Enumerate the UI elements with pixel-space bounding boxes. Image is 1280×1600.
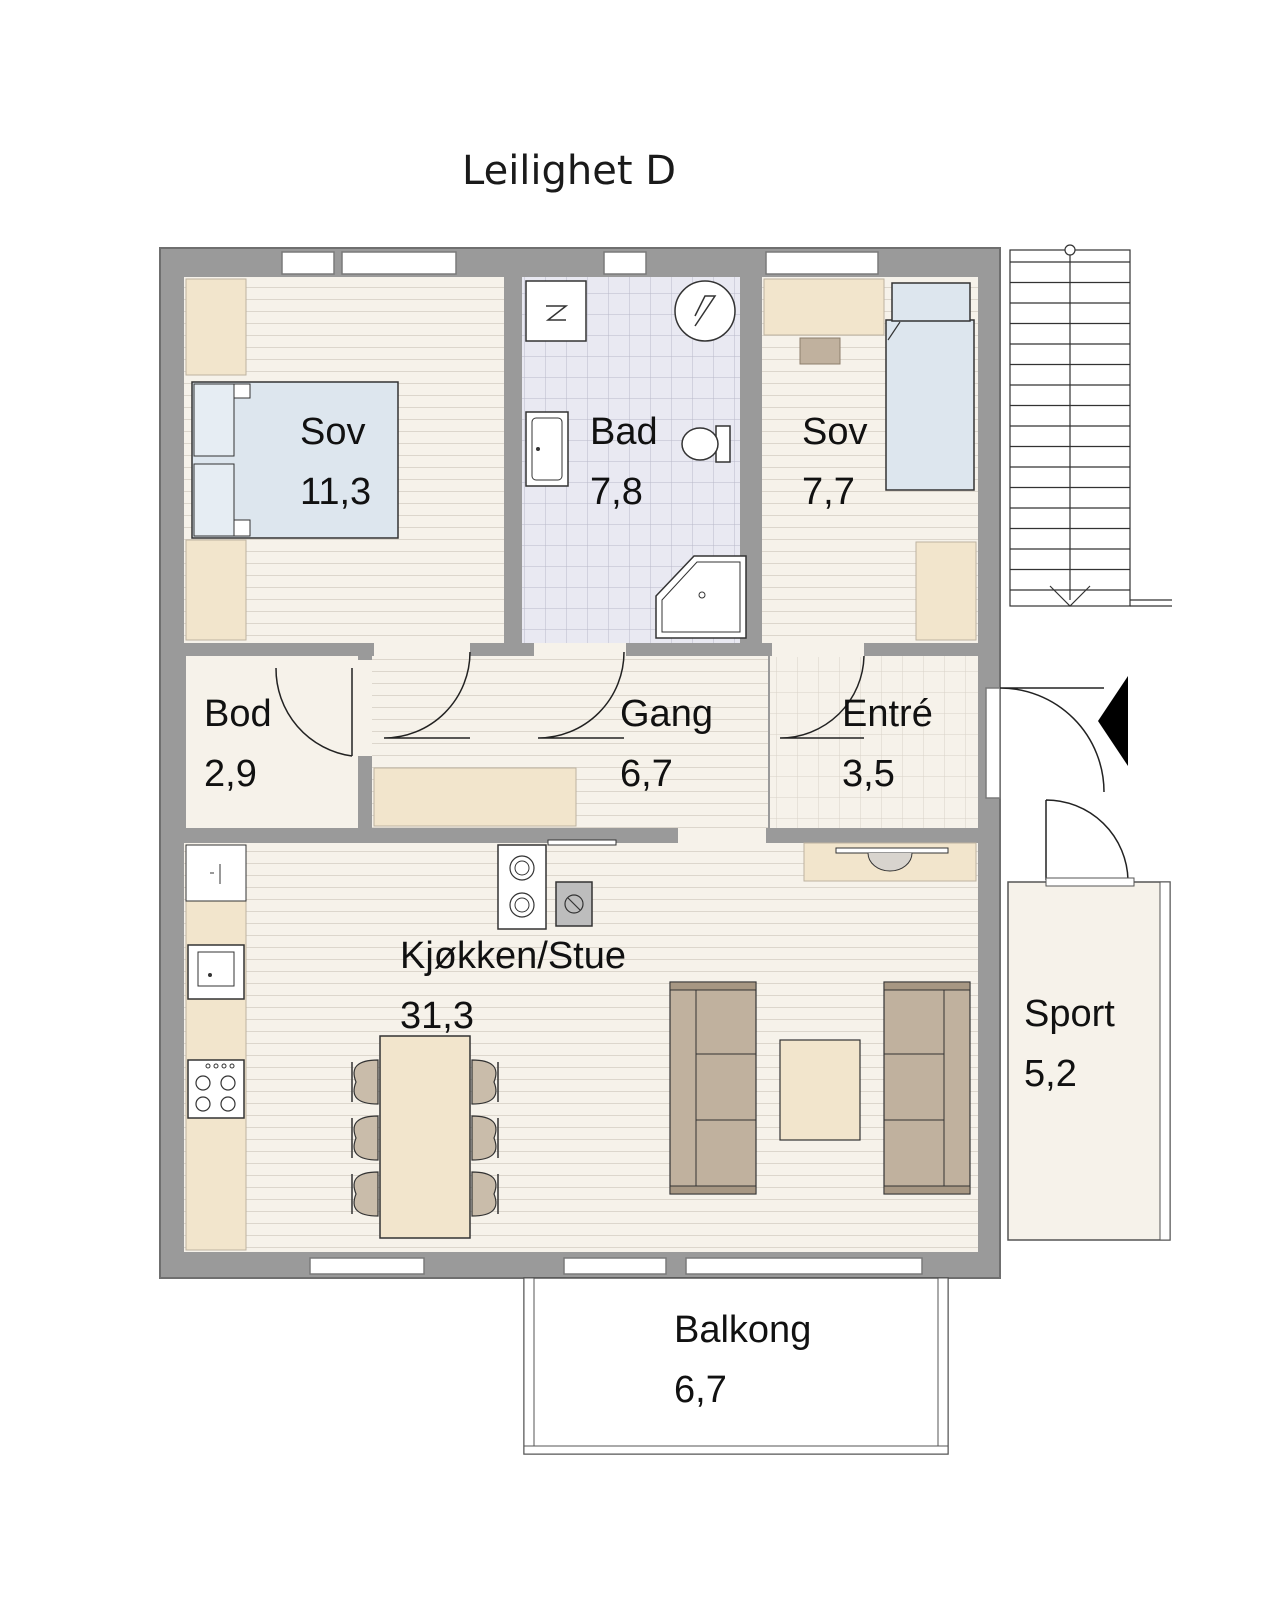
entrance-arrow-icon [1098, 676, 1128, 766]
room-floor-bod [186, 656, 358, 828]
cooktop-icon [187, 1059, 245, 1119]
double-bed [191, 381, 399, 539]
room-area: 7,7 [802, 471, 855, 513]
chair-icon [351, 1171, 379, 1217]
water-heater-icon [674, 280, 736, 342]
dishwasher-icon [555, 881, 593, 927]
chair-icon [351, 1059, 379, 1105]
room-label-sport: Sport 5,2 [1024, 993, 1115, 1095]
hallway-cabinet [373, 767, 577, 827]
shower-icon [655, 555, 747, 639]
chair-icon [471, 1171, 499, 1217]
room-area: 11,3 [300, 471, 371, 513]
room-label-bod: Bod 2,9 [204, 693, 272, 795]
island-cooktop-icon [497, 839, 617, 930]
washing-machine-icon [525, 280, 587, 342]
room-area: 2,9 [204, 753, 257, 795]
room-name: Sport [1024, 993, 1115, 1035]
bathroom-wall-step [740, 277, 762, 521]
room-area: 5,2 [1024, 1053, 1077, 1095]
door-openings [358, 643, 864, 843]
dining-chairs [351, 1059, 499, 1217]
room-name: Gang [620, 693, 713, 735]
room-name: Kjøkken/Stue [400, 935, 626, 977]
room-label-entre: Entré 3,5 [842, 693, 933, 795]
dining-table [379, 1035, 471, 1239]
room-area: 7,8 [590, 471, 643, 513]
room-label-sov-1: Sov 11,3 [300, 411, 371, 513]
room-name: Entré [842, 693, 933, 735]
plan-title: Leilighet D [462, 148, 677, 194]
room-label-gang: Gang 6,7 [620, 693, 713, 795]
balcony [523, 1277, 949, 1455]
room-area: 6,7 [620, 753, 673, 795]
bathroom-sink-icon [525, 411, 569, 487]
room-name: Sov [300, 411, 365, 453]
chair-icon [471, 1059, 499, 1105]
room-name: Bad [590, 411, 658, 453]
room-area: 3,5 [842, 753, 895, 795]
room-name: Sov [802, 411, 867, 453]
room-name: Balkong [674, 1309, 811, 1351]
chair-icon [471, 1115, 499, 1161]
staircase [1009, 244, 1172, 607]
room-label-balkong: Balkong 6,7 [674, 1309, 811, 1411]
kitchen-sink-icon [187, 944, 245, 1000]
kitchen-counter [185, 844, 247, 1251]
toilet-icon [681, 425, 731, 463]
room-area: 6,7 [674, 1369, 727, 1411]
sport-storage [1007, 877, 1171, 1241]
room-label-bad: Bad 7,8 [590, 411, 658, 513]
wardrobe [185, 278, 247, 641]
sofa-left [669, 981, 757, 1195]
desk [763, 278, 885, 365]
chair-icon [351, 1115, 379, 1161]
sofa-right [883, 981, 971, 1195]
room-label-kjokken-stue: Kjøkken/Stue 31,3 [400, 935, 626, 1037]
single-bed [885, 282, 975, 491]
windows [281, 251, 1001, 1275]
entrance-shelf [803, 842, 977, 882]
room-area: 31,3 [400, 995, 474, 1037]
coffee-table [779, 1039, 861, 1141]
room-label-sov-2: Sov 7,7 [802, 411, 867, 513]
room-floor-entre [770, 656, 978, 828]
room-name: Bod [204, 693, 272, 735]
wardrobe-sov-2 [915, 541, 977, 641]
